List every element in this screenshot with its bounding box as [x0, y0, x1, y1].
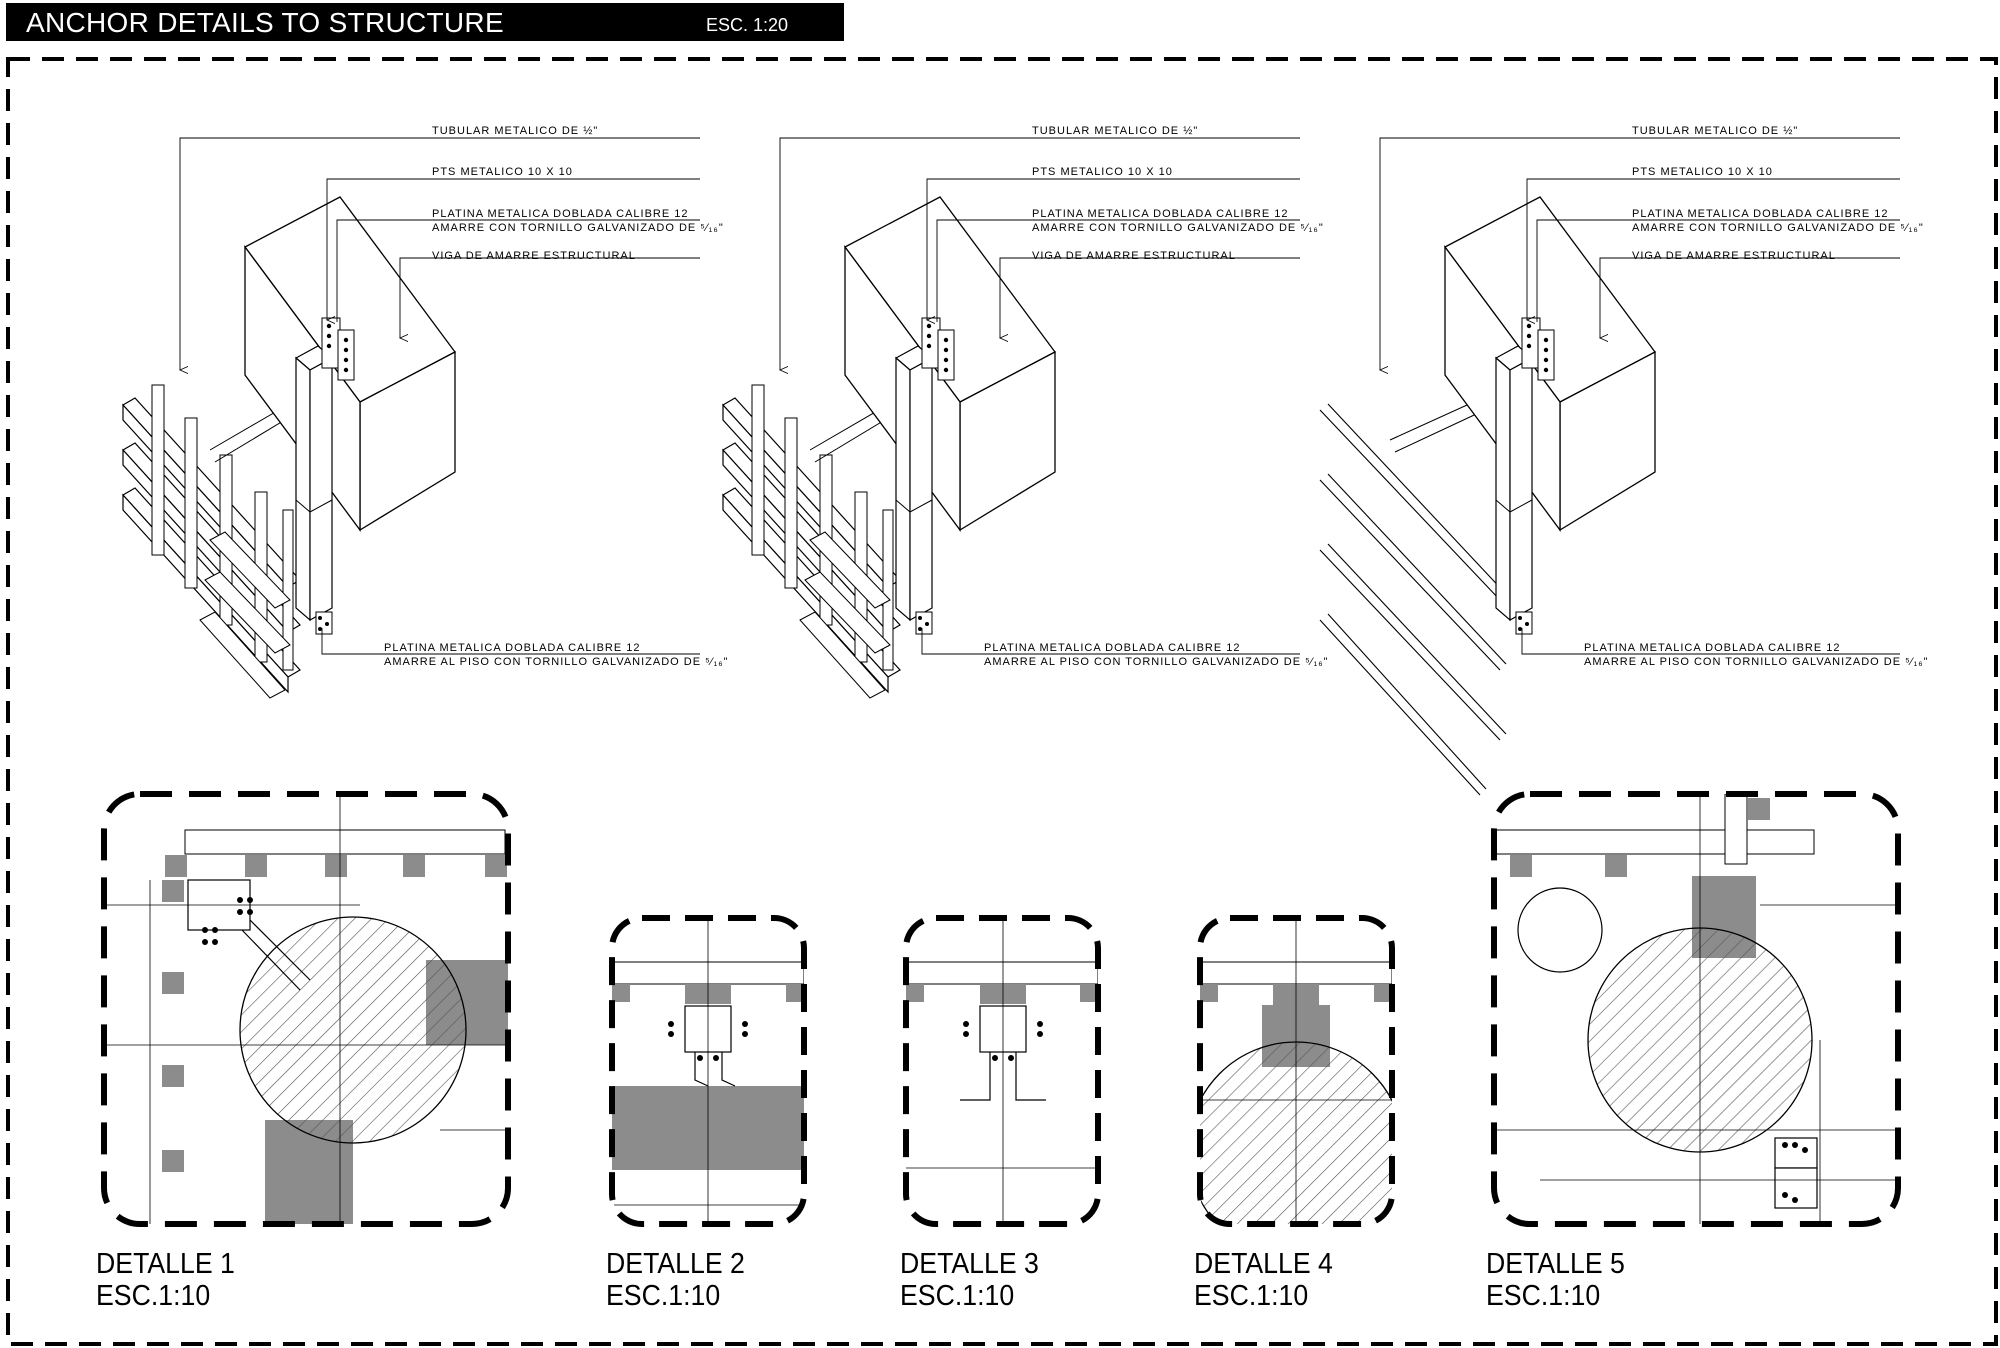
detail-5-drawing	[1491, 791, 1901, 1227]
iso2-label-viga: VIGA DE AMARRE ESTRUCTURAL	[1032, 250, 1236, 262]
iso1-label-amarre: AMARRE CON TORNILLO GALVANIZADO DE ⁵⁄₁₆"	[432, 222, 724, 234]
iso2-label-tubular: TUBULAR METALICO DE ½"	[1032, 125, 1198, 137]
detail-4-drawing	[1197, 915, 1395, 1227]
detail-5-scale: ESC.1:10	[1486, 1280, 1601, 1312]
detail-1-drawing	[101, 791, 511, 1227]
iso2-label-pts: PTS METALICO 10 X 10	[1032, 166, 1173, 178]
iso3-label-amarre-piso: AMARRE AL PISO CON TORNILLO GALVANIZADO …	[1584, 656, 1929, 668]
iso3-label-amarre: AMARRE CON TORNILLO GALVANIZADO DE ⁵⁄₁₆"	[1632, 222, 1924, 234]
iso3-label-platina-piso: PLATINA METALICA DOBLADA CALIBRE 12	[1584, 642, 1841, 654]
iso2-label-amarre-piso: AMARRE AL PISO CON TORNILLO GALVANIZADO …	[984, 656, 1329, 668]
detail-2-caption: DETALLE 2 ESC.1:10	[606, 1248, 745, 1312]
detail-1-caption: DETALLE 1 ESC.1:10	[96, 1248, 235, 1312]
iso1-label-viga: VIGA DE AMARRE ESTRUCTURAL	[432, 250, 636, 262]
sheet-scale: ESC. 1:20	[706, 15, 789, 35]
iso2-label-platina: PLATINA METALICA DOBLADA CALIBRE 12	[1032, 208, 1289, 220]
iso1-label-pts: PTS METALICO 10 X 10	[432, 166, 573, 178]
iso2-label-amarre: AMARRE CON TORNILLO GALVANIZADO DE ⁵⁄₁₆"	[1032, 222, 1324, 234]
iso1-label-platina-piso: PLATINA METALICA DOBLADA CALIBRE 12	[384, 642, 641, 654]
detail-1-title: DETALLE 1	[96, 1248, 235, 1280]
detail-4-caption: DETALLE 4 ESC.1:10	[1194, 1248, 1333, 1312]
detail-3-title: DETALLE 3	[900, 1248, 1039, 1280]
detail-2-drawing	[609, 915, 807, 1227]
detail-3-scale: ESC.1:10	[900, 1280, 1015, 1312]
detail-4-scale: ESC.1:10	[1194, 1280, 1309, 1312]
iso-view-3	[1319, 138, 1900, 796]
title-bar: ANCHOR DETAILS TO STRUCTURE ESC. 1:20	[6, 3, 844, 41]
iso2-label-platina-piso: PLATINA METALICA DOBLADA CALIBRE 12	[984, 642, 1241, 654]
sheet-title: ANCHOR DETAILS TO STRUCTURE	[26, 7, 504, 38]
iso3-label-tubular: TUBULAR METALICO DE ½"	[1632, 125, 1798, 137]
sheet-frame	[6, 57, 1998, 1346]
iso3-label-viga: VIGA DE AMARRE ESTRUCTURAL	[1632, 250, 1836, 262]
iso1-label-tubular: TUBULAR METALICO DE ½"	[432, 125, 598, 137]
detail-3-caption: DETALLE 3 ESC.1:10	[900, 1248, 1039, 1312]
detail-1-scale: ESC.1:10	[96, 1280, 211, 1312]
iso1-label-amarre-piso: AMARRE AL PISO CON TORNILLO GALVANIZADO …	[384, 656, 729, 668]
detail-5-title: DETALLE 5	[1486, 1248, 1625, 1280]
detail-2-title: DETALLE 2	[606, 1248, 745, 1280]
iso1-label-platina: PLATINA METALICA DOBLADA CALIBRE 12	[432, 208, 689, 220]
detail-5-caption: DETALLE 5 ESC.1:10	[1486, 1248, 1625, 1312]
detail-4-title: DETALLE 4	[1194, 1248, 1333, 1280]
iso3-label-pts: PTS METALICO 10 X 10	[1632, 166, 1773, 178]
detail-2-scale: ESC.1:10	[606, 1280, 721, 1312]
iso3-label-platina: PLATINA METALICA DOBLADA CALIBRE 12	[1632, 208, 1889, 220]
detail-3-drawing	[903, 915, 1101, 1227]
